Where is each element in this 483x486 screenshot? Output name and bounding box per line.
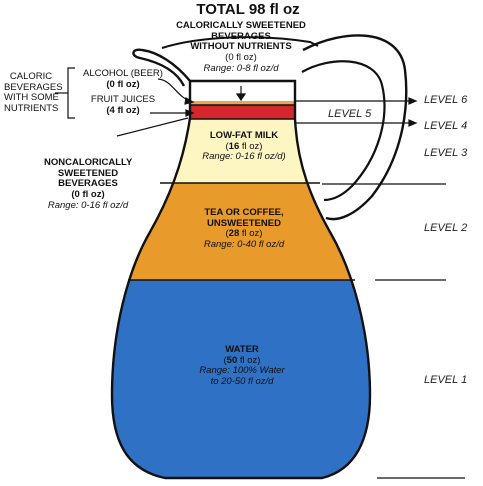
calorically-sweetened-amount: (0 fl oz) xyxy=(225,51,257,63)
pitcher-handle xyxy=(302,34,408,221)
noncaloric-line3: BEVERAGES xyxy=(58,178,118,190)
calorically-sweetened-line1: CALORICALLY SWEETENED xyxy=(176,20,306,31)
milk-label: LOW-FAT MILK (16 fl oz) Range: 0-16 fl o… xyxy=(192,130,296,163)
noncaloric-label: NONCALORICALLY SWEETENED BEVERAGES (0 fl… xyxy=(44,157,133,211)
noncaloric-pointer xyxy=(116,117,189,137)
alcohol-label: ALCOHOL (BEER) (0 fl oz) xyxy=(79,68,167,90)
calorically-sweetened-line3: WITHOUT NUTRIENTS xyxy=(190,41,292,53)
pitcher-spout xyxy=(132,48,191,87)
calorically-sweetened-line2: BEVERAGES xyxy=(211,30,271,42)
milk-amount: (16 fl oz) xyxy=(192,140,296,153)
water-range-line1: Range: 100% Water xyxy=(199,365,285,377)
pitcher-rim xyxy=(161,36,319,49)
caloric-line4: NUTRIENTS xyxy=(4,102,59,114)
caloric-line1: CALORIC xyxy=(9,71,53,82)
juice-name: FRUIT JUICES xyxy=(90,94,156,105)
level3-label: LEVEL 3 xyxy=(424,147,468,159)
annotation-lines xyxy=(55,67,465,479)
water-amount-number: 50 xyxy=(226,354,238,366)
tea-line2: UNSWEETENED xyxy=(207,217,281,229)
water-label: WATER (50 fl oz) Range: 100% Water to 20… xyxy=(188,344,296,388)
milk-range: Range: 0-16 fl oz/d) xyxy=(202,151,286,163)
water-amount: (50 fl oz) xyxy=(188,354,296,367)
alcohol-band xyxy=(112,101,370,105)
water-amount-prefix: ( xyxy=(223,354,227,366)
tea-range: Range: 0-40 fl oz/d xyxy=(203,238,285,250)
noncaloric-range: Range: 0-16 fl oz/d xyxy=(47,199,129,211)
water-band xyxy=(112,280,370,478)
level6-label: LEVEL 6 xyxy=(424,94,468,106)
level4-arrowhead xyxy=(408,119,418,127)
tea-amount-prefix: ( xyxy=(225,228,229,240)
top-label-arrowhead xyxy=(235,93,247,102)
water-amount-suffix: fl oz) xyxy=(237,354,261,366)
calorically-sweetened-label: CALORICALLY SWEETENED BEVERAGES WITHOUT … xyxy=(166,20,316,74)
tea-amount-suffix: fl oz) xyxy=(239,228,263,240)
caloric-with-nutrients-label: CALORIC BEVERAGES WITH SOME NUTRIENTS xyxy=(4,71,63,115)
tea-amount-number: 28 xyxy=(228,228,240,240)
juice-amount: (4 fl oz) xyxy=(106,104,140,116)
level5-label: LEVEL 5 xyxy=(328,108,372,120)
milk-amount-number: 16 xyxy=(228,140,240,152)
tea-amount: (28 fl oz) xyxy=(186,228,302,240)
alcohol-name: ALCOHOL (BEER) xyxy=(83,68,163,79)
caloric-line2: BEVERAGES xyxy=(4,81,63,93)
tea-line1: TEA OR COFFEE, xyxy=(204,207,284,218)
milk-amount-suffix: fl oz) xyxy=(239,140,263,152)
noncaloric-line1: NONCALORICALLY xyxy=(44,157,133,168)
caloric-line3: WITH SOME xyxy=(4,92,59,104)
noncaloric-amount: (0 fl oz) xyxy=(71,188,105,200)
tea-coffee-label: TEA OR COFFEE, UNSWEETENED (28 fl oz) Ra… xyxy=(186,207,302,251)
level6-arrowhead xyxy=(408,97,418,105)
left-group-bracket xyxy=(67,67,75,119)
level1-label: LEVEL 1 xyxy=(424,374,468,386)
diagram-title: TOTAL 98 fl oz xyxy=(196,1,300,18)
water-range-line2: to 20-50 fl oz/d xyxy=(210,375,274,387)
band-separators xyxy=(128,104,355,281)
calorically-sweetened-range: Range: 0-8 fl oz/d xyxy=(203,62,279,74)
level2-label: LEVEL 2 xyxy=(424,222,468,234)
level4-label: LEVEL 4 xyxy=(424,120,468,132)
milk-amount-prefix: ( xyxy=(225,140,229,152)
pitcher-handle-inner xyxy=(301,60,386,202)
milk-name: LOW-FAT MILK xyxy=(209,130,279,141)
noncaloric-line2: SWEETENED xyxy=(57,167,119,179)
water-name: WATER xyxy=(225,344,259,355)
juice-arrowhead xyxy=(185,109,195,117)
juice-label: FRUIT JUICES (4 fl oz) xyxy=(82,94,164,116)
alcohol-amount: (0 fl oz) xyxy=(106,78,140,90)
alcohol-arrowhead xyxy=(184,97,195,105)
pitcher-outline xyxy=(110,79,372,480)
